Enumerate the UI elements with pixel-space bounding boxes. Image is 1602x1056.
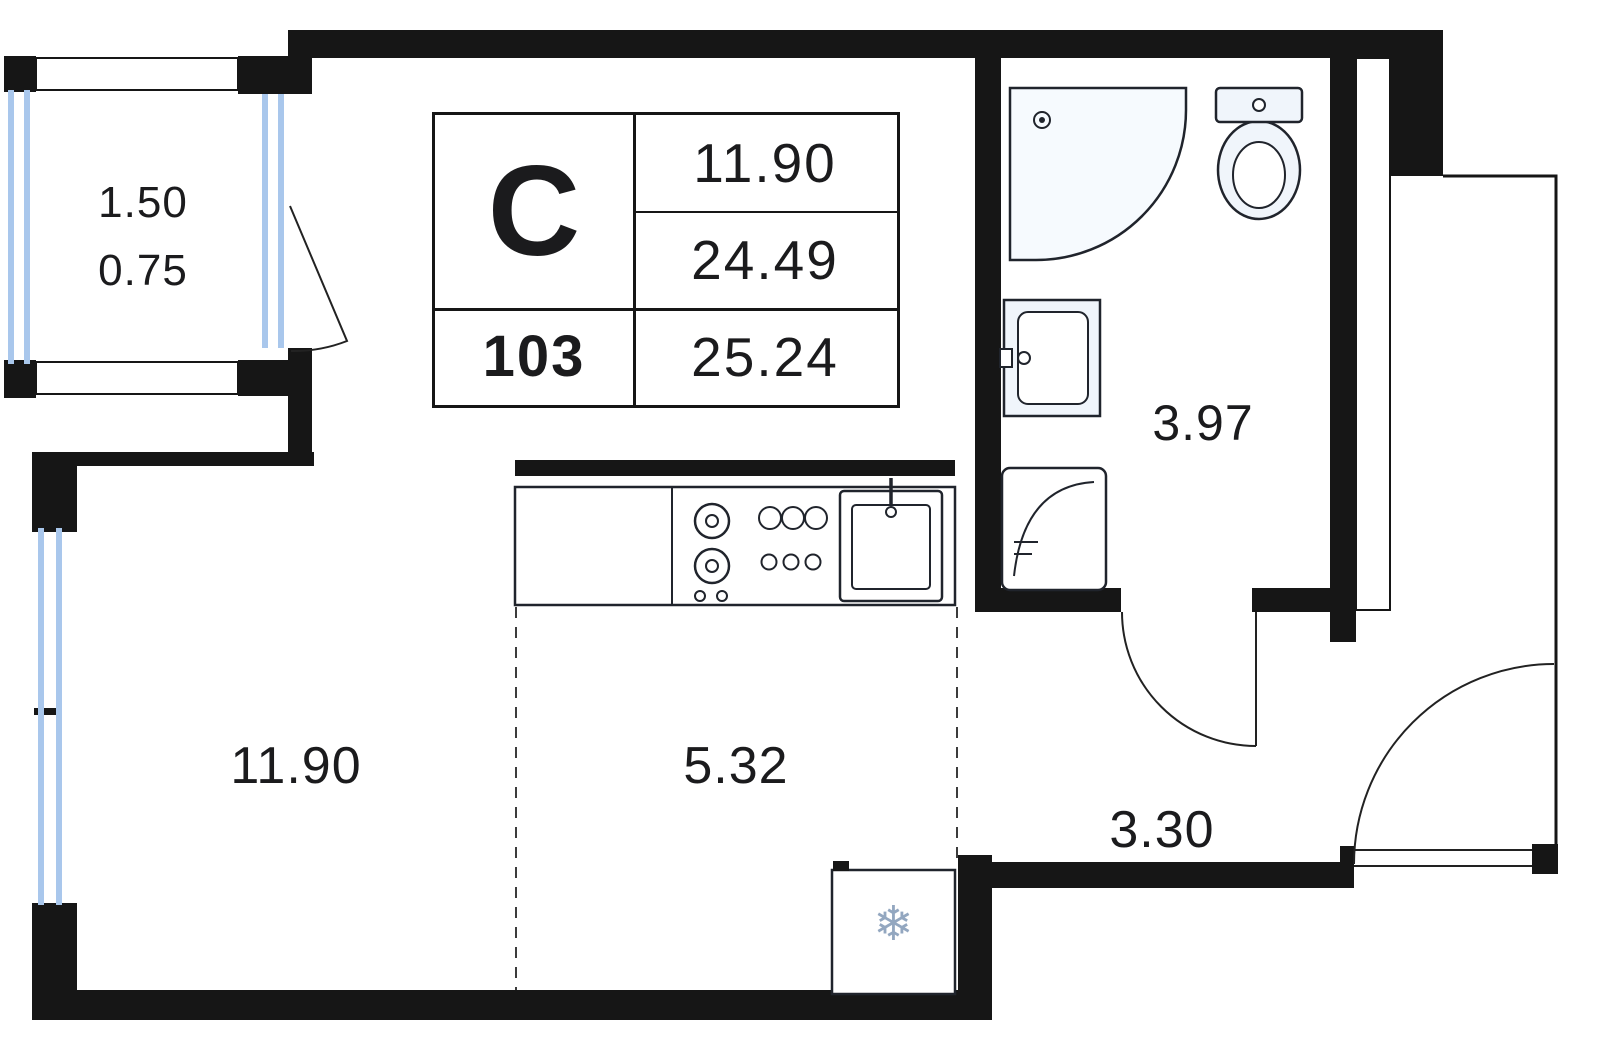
wall-balcony-pier-top <box>288 58 312 94</box>
entry-door-swing <box>1353 663 1555 867</box>
balcony-parapet-bottom <box>35 361 239 395</box>
duct-shaft <box>1355 57 1391 611</box>
wall-step <box>958 855 992 1020</box>
burner-1-center <box>705 514 719 528</box>
fridge <box>830 861 957 996</box>
sink-tap <box>1017 351 1031 365</box>
cooktop-knob-1 <box>694 590 706 602</box>
bathroom-door-swing <box>1121 611 1257 747</box>
balcony-door-glazing-line2 <box>278 94 284 348</box>
info-card-divider-horizontal <box>435 308 897 311</box>
kitchen-faucet-head <box>885 506 897 518</box>
rack-circle-2 <box>781 506 805 530</box>
label-hall-area: 3.30 <box>1109 801 1215 859</box>
fixtures <box>513 86 1304 996</box>
balcony-door-glazing-line1 <box>262 94 268 348</box>
sink-tap-base <box>999 348 1013 368</box>
wall-balcony-corner-bl <box>4 360 36 398</box>
wall-balcony-corner-tr <box>238 56 290 94</box>
wall-balcony-pier-bottom <box>288 348 312 464</box>
label-kitchen-area: 5.32 <box>683 737 789 795</box>
living-window-line2 <box>56 528 62 905</box>
info-card-divider-horizontal-right <box>633 211 897 213</box>
area-without-balcony-value: 24.49 <box>691 228 839 291</box>
fridge-hinge <box>833 861 849 871</box>
wall-bath-bottom-right <box>1252 588 1330 612</box>
living-window-line1 <box>38 528 44 905</box>
washing-machine <box>1000 466 1108 592</box>
zone-dividers <box>515 607 958 990</box>
window-mullion <box>34 708 62 715</box>
rack-circle-5 <box>782 553 800 571</box>
cooktop-knob-2 <box>716 590 728 602</box>
wall-entry-jamb <box>1340 846 1354 888</box>
toilet-bowl-inner <box>1232 141 1286 209</box>
balcony-parapet <box>35 57 239 395</box>
wall-balcony-corner-tl <box>4 56 36 92</box>
wall-hall-bottom <box>992 862 1352 888</box>
windows <box>8 90 284 905</box>
wall-kitchen-vent <box>515 460 955 476</box>
wall-bath-right <box>1330 58 1356 642</box>
rack-circle-3 <box>804 506 828 530</box>
label-balcony-area-reduced: 0.75 <box>98 246 188 295</box>
shower-tray <box>1008 86 1188 262</box>
fridge-body <box>830 868 957 996</box>
balcony-window-outer-line1 <box>8 90 14 364</box>
washing-machine-body <box>1000 466 1108 592</box>
toilet-flush-button <box>1252 98 1266 112</box>
info-card: С 103 11.90 24.49 25.24 <box>432 112 900 408</box>
wall-left-top <box>32 452 77 532</box>
snowflake-icon: ❄ <box>873 896 914 952</box>
shower-drain-center <box>1039 117 1045 123</box>
rack-circle-6 <box>804 553 822 571</box>
doors <box>289 205 1555 867</box>
wall-top-right-pier <box>1390 30 1443 176</box>
wall-top <box>288 30 1443 58</box>
outline-right <box>1443 174 1558 844</box>
wall-balcony-corner-br <box>238 360 290 396</box>
washing-machine-lid <box>1013 481 1095 577</box>
wall-bath-left <box>975 58 1001 610</box>
balcony-window-outer-line2 <box>24 90 30 364</box>
washing-machine-marks <box>1014 541 1038 555</box>
shower-drain <box>1033 111 1051 129</box>
total-area-value: 25.24 <box>691 325 839 388</box>
shower <box>1008 86 1188 262</box>
balcony-door-swing <box>289 205 349 353</box>
rack-circle-1 <box>758 506 782 530</box>
burner-2-center <box>705 559 719 573</box>
label-living-area: 11.90 <box>230 737 362 795</box>
apartment-type-letter: С <box>487 140 581 283</box>
label-balcony-area-full: 1.50 <box>98 178 188 227</box>
cooktop <box>693 502 828 602</box>
wall-bath-bottom-left <box>975 588 1121 612</box>
rack-circle-4 <box>760 553 778 571</box>
living-area-value: 11.90 <box>693 132 837 194</box>
kitchen-sink <box>838 478 944 603</box>
walls <box>4 30 1558 1020</box>
toilet <box>1214 86 1304 221</box>
balcony-parapet-top <box>35 57 239 91</box>
wall-left-jog <box>32 452 314 466</box>
label-bathroom-area: 3.97 <box>1152 395 1254 451</box>
unit-number: 103 <box>482 324 586 389</box>
bathroom-sink <box>999 298 1102 418</box>
wall-entry-hinge-block <box>1532 844 1558 874</box>
info-card-divider-vertical <box>633 115 636 405</box>
